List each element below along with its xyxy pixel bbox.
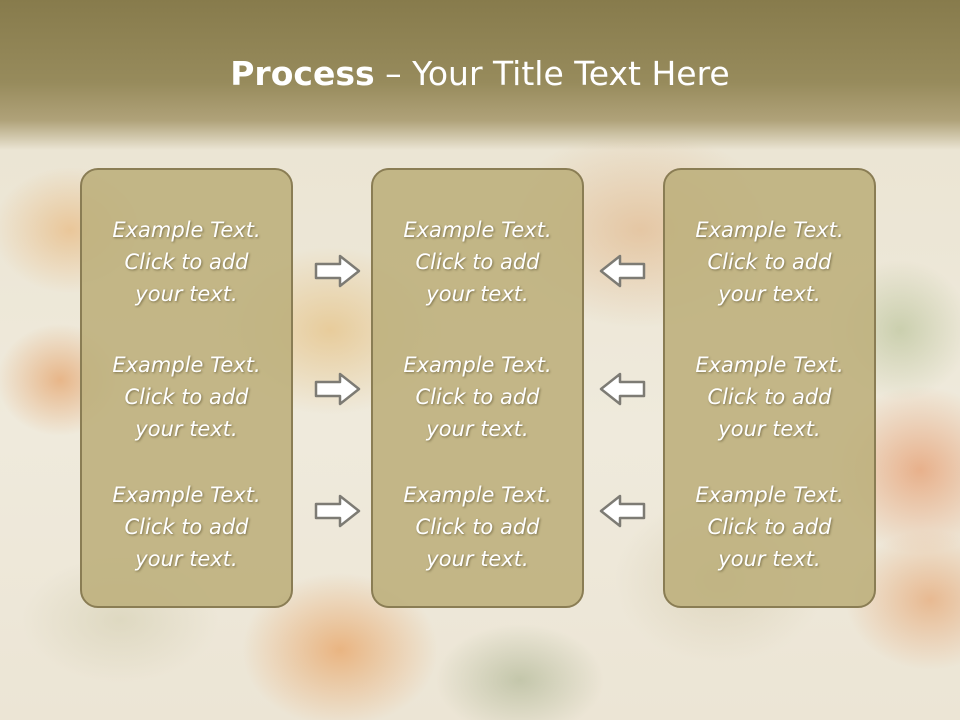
text-block[interactable]: Example Text. Click to add your text. <box>373 349 582 445</box>
text-block[interactable]: Example Text. Click to add your text. <box>665 479 874 575</box>
text-line: Example Text. <box>112 483 261 507</box>
text-line: your text. <box>718 547 821 571</box>
text-line: your text. <box>718 417 821 441</box>
text-line: Example Text. <box>112 218 261 242</box>
text-line: Click to add <box>124 515 249 539</box>
arrow-right-icon <box>314 372 361 406</box>
text-block[interactable]: Example Text. Click to add your text. <box>82 349 291 445</box>
text-line: Click to add <box>415 385 540 409</box>
text-line: Example Text. <box>695 353 844 377</box>
text-block[interactable]: Example Text. Click to add your text. <box>82 479 291 575</box>
text-block[interactable]: Example Text. Click to add your text. <box>665 349 874 445</box>
process-panel-right[interactable]: Example Text. Click to add your text. Ex… <box>663 168 876 608</box>
text-line: Example Text. <box>695 483 844 507</box>
process-panel-center[interactable]: Example Text. Click to add your text. Ex… <box>371 168 584 608</box>
text-line: Click to add <box>124 385 249 409</box>
text-line: Click to add <box>707 515 832 539</box>
text-line: Click to add <box>415 250 540 274</box>
text-line: your text. <box>135 417 238 441</box>
arrow-left-icon <box>599 494 646 528</box>
arrow-left-icon <box>599 372 646 406</box>
text-line: Example Text. <box>403 218 552 242</box>
text-line: Example Text. <box>695 218 844 242</box>
text-line: Click to add <box>707 385 832 409</box>
arrow-right-icon <box>314 494 361 528</box>
text-block[interactable]: Example Text. Click to add your text. <box>82 214 291 310</box>
text-line: your text. <box>426 282 529 306</box>
text-line: your text. <box>135 282 238 306</box>
arrow-right-icon <box>314 254 361 288</box>
text-block[interactable]: Example Text. Click to add your text. <box>373 214 582 310</box>
slide-title[interactable]: Process – Your Title Text Here <box>0 52 960 96</box>
text-line: your text. <box>718 282 821 306</box>
text-line: your text. <box>135 547 238 571</box>
text-line: Click to add <box>415 515 540 539</box>
title-bar <box>0 0 960 150</box>
text-line: Example Text. <box>403 353 552 377</box>
text-line: Click to add <box>124 250 249 274</box>
text-line: Example Text. <box>403 483 552 507</box>
text-line: Click to add <box>707 250 832 274</box>
text-block[interactable]: Example Text. Click to add your text. <box>373 479 582 575</box>
text-line: Example Text. <box>112 353 261 377</box>
process-panel-left[interactable]: Example Text. Click to add your text. Ex… <box>80 168 293 608</box>
title-rest: – Your Title Text Here <box>374 54 730 93</box>
text-line: your text. <box>426 417 529 441</box>
arrow-left-icon <box>599 254 646 288</box>
text-block[interactable]: Example Text. Click to add your text. <box>665 214 874 310</box>
title-bold: Process <box>230 54 375 93</box>
text-line: your text. <box>426 547 529 571</box>
